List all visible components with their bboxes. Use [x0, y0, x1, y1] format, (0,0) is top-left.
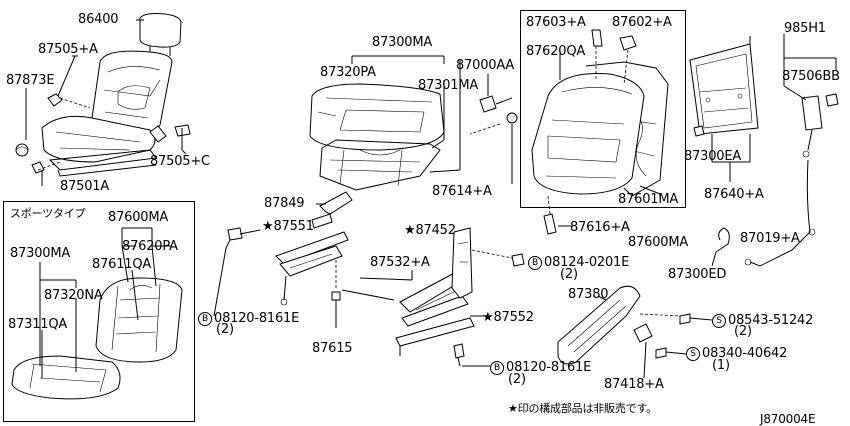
part-87873e-label: 87873E [6, 73, 55, 88]
part-87311qa-label: 87311QA [8, 317, 68, 332]
bolt-b-marker: B [528, 256, 542, 270]
left-rail-drawing [213, 191, 353, 328]
part-87532a-label: 87532+A [370, 255, 430, 270]
diagram-id: J870004E [760, 412, 816, 426]
part-87616a-label: 87616+A [570, 220, 630, 235]
part-08124-number: 08124-0201E [544, 255, 630, 270]
full-seat-drawing [15, 13, 191, 186]
part-08340-number: 08340-40642 [702, 346, 788, 361]
part-87501a-label: 87501A [60, 179, 110, 194]
part-87019a-label: 87019+A [740, 231, 800, 246]
not-for-sale-note: ★印の構成部品は非販売です。 [508, 402, 657, 415]
part-87620qa-label: 87620QA [526, 44, 586, 59]
part-87600ma-label: 87600MA [628, 235, 689, 250]
part-08543-qty: (2) [734, 324, 752, 339]
screw-s-marker: S [712, 314, 726, 328]
part-87300ea-label: 87300EA [684, 149, 742, 164]
sports-type-title: スポーツタイプ [10, 207, 86, 220]
part-87000aa-label: 87000AA [456, 58, 515, 73]
part-87849-label: 87849 [264, 196, 305, 211]
back-board-drawing [689, 36, 759, 182]
part-87640a-label: 87640+A [704, 187, 764, 202]
cushion-assembly-drawing [309, 55, 518, 191]
part-985h1-label: 985H1 [784, 21, 826, 36]
part-87452-label: ★87452 [404, 223, 456, 238]
part-87614a-label: 87614+A [432, 184, 492, 199]
finisher-drawing [557, 285, 713, 379]
part-87552-label: ★87552 [482, 310, 534, 325]
part-87601ma-label: 87601MA [618, 192, 679, 207]
part-87320pa-label: 87320PA [320, 65, 376, 80]
part-87620pa-sport-label: 87620PA [122, 239, 178, 254]
part-87300ed-label: 87300ED [668, 267, 727, 282]
part-87320na-label: 87320NA [44, 288, 103, 303]
part-87505a-label: 87505+A [38, 42, 98, 57]
sports-type-box [3, 201, 195, 422]
part-87615-label: 87615 [312, 341, 353, 356]
part-08120-bottom-number: 08120-8161E [506, 360, 592, 375]
part-87603a-label: 87603+A [526, 15, 586, 30]
seat-belt-drawing [711, 34, 839, 267]
seatback-assembly-drawing [531, 29, 669, 235]
part-87551-label: ★87551 [262, 219, 314, 234]
bolt-b-marker: B [490, 361, 504, 375]
part-87418a-label: 87418+A [604, 377, 664, 392]
screw-s-marker: S [686, 347, 700, 361]
part-08124-qty: (2) [560, 267, 578, 282]
part-87300ma-sport-label: 87300MA [10, 246, 71, 261]
part-86400-label: 86400 [78, 12, 119, 27]
part-08120-left-qty: (2) [216, 322, 234, 337]
part-87300ma-label: 87300MA [372, 35, 433, 50]
part-87301ma-label: 87301MA [418, 78, 479, 93]
bolt-b-marker: B [198, 312, 212, 326]
part-87602a-label: 87602+A [612, 15, 672, 30]
part-87380-label: 87380 [568, 287, 609, 302]
part-08340-qty: (1) [712, 358, 730, 373]
part-08120-left-number: 08120-8161E [214, 311, 300, 326]
part-87505c-label: 87505+C [150, 154, 210, 169]
seatback-assembly-box [520, 10, 686, 208]
part-87600ma-sport-label: 87600MA [108, 210, 169, 225]
right-rail-drawing [341, 227, 525, 367]
sports-seat-drawing [11, 227, 183, 400]
part-08543-number: 08543-51242 [728, 313, 814, 328]
part-87611qa-label: 87611QA [92, 257, 152, 272]
part-08120-bottom-qty: (2) [508, 372, 526, 387]
part-87506bb-label: 87506BB [782, 69, 840, 84]
